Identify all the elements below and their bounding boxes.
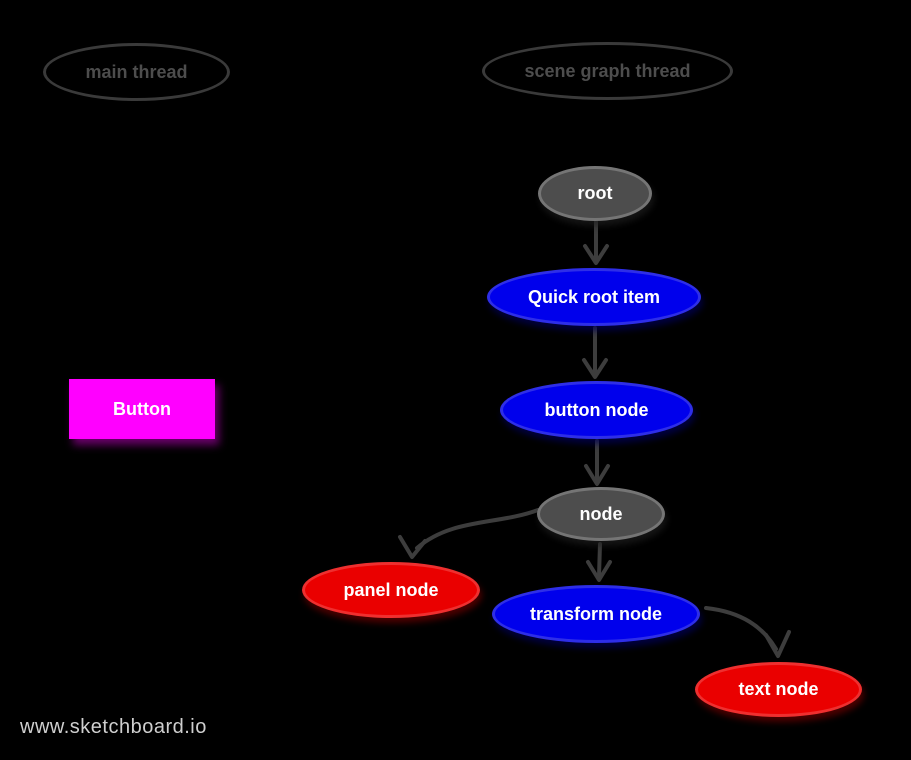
button-shape-label: Button: [113, 398, 171, 419]
node-quick-root-item-label: Quick root item: [527, 286, 661, 307]
lane-scene-graph-thread[interactable]: scene graph thread: [482, 42, 733, 100]
node-panel-node[interactable]: panel node: [302, 562, 480, 618]
node-panel-node-label: panel node: [343, 579, 439, 600]
edge-node-to-panel-node: [398, 508, 540, 559]
edge-button-node-to-node: [584, 439, 610, 486]
node-button-node[interactable]: button node: [500, 381, 693, 439]
edge-root-to-quick-root-item: [583, 219, 609, 265]
lane-scene-graph-thread-label: scene graph thread: [524, 60, 691, 81]
edge-node-to-transform-node: [586, 542, 612, 582]
edge-transform-node-to-text-node: [704, 606, 791, 658]
watermark: www.sketchboard.io: [20, 716, 207, 738]
node-transform-node[interactable]: transform node: [492, 585, 700, 643]
lane-main-thread-label: main thread: [85, 61, 188, 82]
node-text-node[interactable]: text node: [695, 662, 862, 717]
node-root-label: root: [577, 183, 613, 203]
edge-quick-root-item-to-button-node: [582, 326, 608, 379]
lane-main-thread[interactable]: main thread: [43, 43, 230, 101]
node-text-node-label: text node: [738, 679, 819, 699]
node-quick-root-item[interactable]: Quick root item: [487, 268, 701, 326]
node-button-node-label: button node: [544, 399, 649, 420]
button-shape[interactable]: Button: [69, 379, 215, 439]
node-root[interactable]: root: [538, 166, 652, 221]
node-transform-node-label: transform node: [529, 603, 662, 624]
node-node-label: node: [579, 503, 623, 524]
node-node[interactable]: node: [537, 487, 665, 541]
